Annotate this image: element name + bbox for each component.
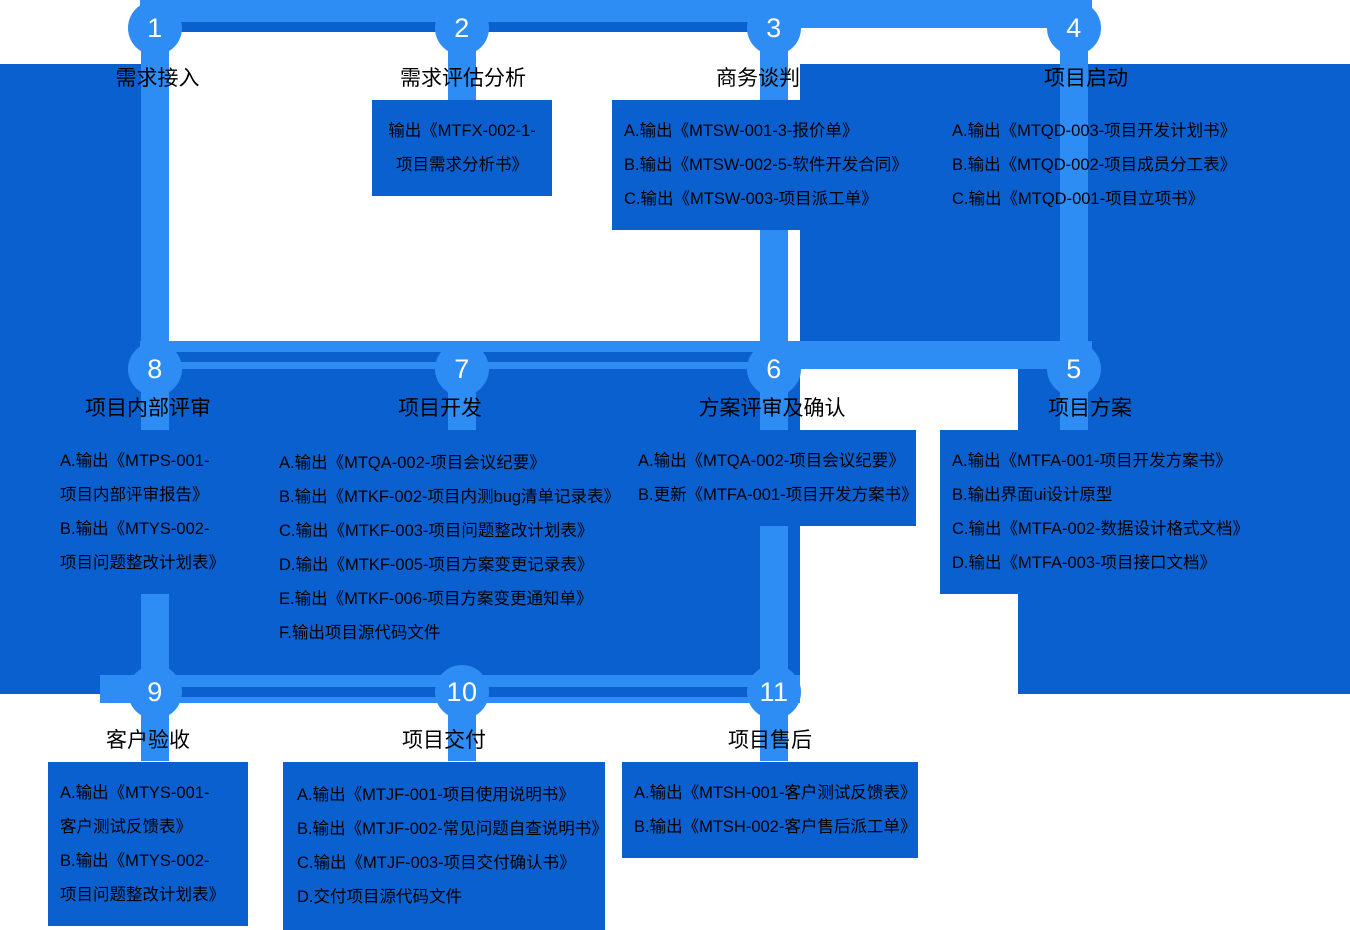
step-body-4: A.输出《MTQD-003-项目开发计划书》 B.输出《MTQD-002-项目成… [940, 100, 1237, 230]
step-item: B.输出《MTSH-002-客户售后派工单》 [634, 818, 917, 836]
step-item: D.交付项目源代码文件 [297, 888, 462, 906]
step-item: A.输出《MTYS-001- [60, 784, 210, 802]
rail-middle-to-node5 [782, 341, 1092, 369]
step-title-5: 项目方案 [1048, 397, 1132, 420]
step-item: C.输出《MTFA-002-数据设计格式文档》 [952, 520, 1250, 538]
step-item: B.输出《MTSW-002-5-软件开发合同》 [624, 156, 908, 174]
step-body-2: 输出《MTFX-002-1-项目需求分析书》 [372, 100, 552, 196]
node-circle-5[interactable]: 5 [1047, 342, 1101, 396]
step-block-7[interactable]: 项目开发 A.输出《MTQA-002-项目会议纪要》 B.输出《MTKF-002… [265, 396, 621, 666]
step-title-11: 项目售后 [728, 729, 812, 752]
step-item: B.输出《MTYS-002- [60, 520, 210, 538]
step-item: D.输出《MTKF-005-项目方案变更记录表》 [279, 556, 594, 574]
node-number-9: 9 [147, 676, 163, 707]
node-number-1: 1 [147, 12, 163, 43]
step-block-9[interactable]: 客户验收 A.输出《MTYS-001- 客户测试反馈表》 B.输出《MTYS-0… [48, 728, 248, 926]
step-body-6: A.输出《MTQA-002-项目会议纪要》 B.更新《MTFA-001-项目开发… [628, 430, 918, 526]
step-item: 项目问题整改计划表》 [60, 886, 225, 904]
step-item: B.输出《MTYS-002- [60, 852, 210, 870]
step-item: 输出《MTFX-002-1-项目需求分析书》 [388, 122, 536, 174]
step-body-5: A.输出《MTFA-001-项目开发方案书》 B.输出界面ui设计原型 C.输出… [940, 430, 1250, 594]
step-body-9: A.输出《MTYS-001- 客户测试反馈表》 B.输出《MTYS-002- 项… [48, 762, 248, 926]
step-block-2[interactable]: 需求评估分析 输出《MTFX-002-1-项目需求分析书》 [360, 66, 566, 196]
step-item: B.输出《MTKF-002-项目内测bug清单记录表》 [279, 488, 621, 506]
step-body-11: A.输出《MTSH-001-客户测试反馈表》 B.输出《MTSH-002-客户售… [622, 762, 918, 858]
step-title-4: 项目启动 [1044, 67, 1128, 90]
node-circle-9[interactable]: 9 [128, 665, 182, 719]
node-circle-1[interactable]: 1 [128, 1, 182, 55]
node-circle-4[interactable]: 4 [1047, 1, 1101, 55]
step-item: E.输出《MTKF-006-项目方案变更通知单》 [279, 590, 593, 608]
step-block-1[interactable]: 需求接入 [55, 66, 260, 100]
step-body-10: A.输出《MTJF-001-项目使用说明书》 B.输出《MTJF-002-常见问… [283, 762, 608, 930]
step-item: 客户测试反馈表》 [60, 818, 192, 836]
node-number-7: 7 [454, 353, 470, 384]
rail-top-to-node4 [782, 0, 1092, 28]
step-item: A.输出《MTQA-002-项目会议纪要》 [638, 452, 905, 470]
step-item: 项目内部评审报告》 [60, 486, 209, 504]
step-block-10[interactable]: 项目交付 A.输出《MTJF-001-项目使用说明书》 B.输出《MTJF-00… [283, 728, 608, 930]
step-item: C.输出《MTQD-001-项目立项书》 [952, 190, 1205, 208]
node-circle-2[interactable]: 2 [435, 1, 489, 55]
step-item: A.输出《MTFA-001-项目开发方案书》 [952, 452, 1232, 470]
step-item: C.输出《MTKF-003-项目问题整改计划表》 [279, 522, 594, 540]
step-block-3[interactable]: 商务谈判 A.输出《MTSW-001-3-报价单》 B.输出《MTSW-002-… [612, 66, 908, 230]
node-number-4: 4 [1066, 12, 1082, 43]
step-block-6[interactable]: 方案评审及确认 A.输出《MTQA-002-项目会议纪要》 B.更新《MTFA-… [628, 396, 918, 526]
rail-vertical-node1-down [141, 14, 169, 374]
step-title-2: 需求评估分析 [400, 67, 526, 90]
node-number-5: 5 [1066, 353, 1082, 384]
step-item: F.输出项目源代码文件 [279, 624, 441, 642]
step-item: 项目问题整改计划表》 [60, 554, 225, 572]
step-item: C.输出《MTSW-003-项目派工单》 [624, 190, 878, 208]
step-item: B.输出《MTJF-002-常见问题自查说明书》 [297, 820, 608, 838]
step-item: D.输出《MTFA-003-项目接口文档》 [952, 554, 1217, 572]
node-number-11: 11 [759, 676, 789, 707]
step-title-3: 商务谈判 [716, 67, 800, 90]
node-circle-3[interactable]: 3 [747, 1, 801, 55]
step-title-1: 需求接入 [115, 67, 200, 90]
node-circle-7[interactable]: 7 [435, 342, 489, 396]
node-number-8: 8 [147, 353, 163, 384]
step-body-7: A.输出《MTQA-002-项目会议纪要》 B.输出《MTKF-002-项目内测… [265, 430, 621, 666]
node-number-6: 6 [766, 353, 782, 384]
step-item: B.更新《MTFA-001-项目开发方案书》 [638, 486, 918, 504]
node-circle-6[interactable]: 6 [747, 342, 801, 396]
step-body-8: A.输出《MTPS-001- 项目内部评审报告》 B.输出《MTYS-002- … [48, 430, 248, 594]
step-item: A.输出《MTQA-002-项目会议纪要》 [279, 454, 546, 472]
step-block-5[interactable]: 项目方案 A.输出《MTFA-001-项目开发方案书》 B.输出界面ui设计原型… [940, 396, 1250, 594]
step-title-7: 项目开发 [398, 397, 482, 420]
rail-vertical-node4-down [1060, 14, 1088, 374]
node-number-2: 2 [454, 12, 470, 43]
node-circle-10[interactable]: 10 [435, 665, 489, 719]
step-body-3: A.输出《MTSW-001-3-报价单》 B.输出《MTSW-002-5-软件开… [612, 100, 908, 230]
step-item: A.输出《MTQD-003-项目开发计划书》 [952, 122, 1237, 140]
step-block-8[interactable]: 项目内部评审 A.输出《MTPS-001- 项目内部评审报告》 B.输出《MTY… [48, 396, 248, 594]
step-item: C.输出《MTJF-003-项目交付确认书》 [297, 854, 576, 872]
node-circle-11[interactable]: 11 [747, 665, 801, 719]
step-title-8: 项目内部评审 [85, 397, 211, 420]
step-title-10: 项目交付 [402, 729, 486, 752]
step-block-11[interactable]: 项目售后 A.输出《MTSH-001-客户测试反馈表》 B.输出《MTSH-00… [622, 728, 918, 858]
step-block-4[interactable]: 项目启动 A.输出《MTQD-003-项目开发计划书》 B.输出《MTQD-00… [940, 66, 1237, 230]
step-item: B.输出界面ui设计原型 [952, 486, 1113, 504]
step-item: A.输出《MTSH-001-客户测试反馈表》 [634, 784, 917, 802]
step-item: A.输出《MTSW-001-3-报价单》 [624, 122, 859, 140]
node-number-3: 3 [766, 12, 782, 43]
step-title-6: 方案评审及确认 [698, 397, 846, 420]
step-item: A.输出《MTPS-001- [60, 452, 210, 470]
step-item: A.输出《MTJF-001-项目使用说明书》 [297, 786, 575, 804]
step-title-9: 客户验收 [106, 729, 190, 752]
node-circle-8[interactable]: 8 [128, 342, 182, 396]
node-number-10: 10 [446, 676, 478, 707]
step-item: B.输出《MTQD-002-项目成员分工表》 [952, 156, 1237, 174]
rail-vertical-node6-down [760, 355, 788, 715]
